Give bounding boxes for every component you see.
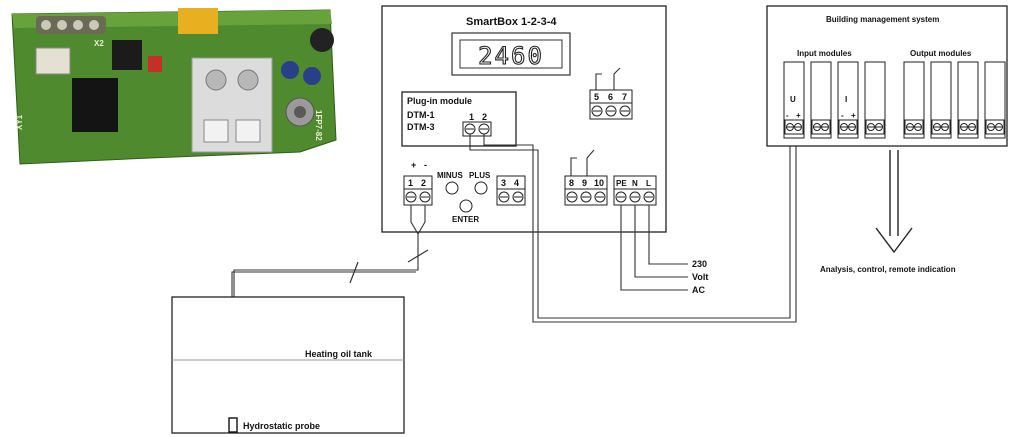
terminal-6-label: 6 — [608, 92, 613, 102]
display: 2460 — [451, 32, 571, 76]
power-ac-label: AC — [692, 285, 705, 295]
heating-oil-tank: Heating oil tank Hydrostatic probe — [171, 296, 405, 434]
terminal-3-label: 3 — [501, 178, 506, 188]
terminal-l-label: L — [646, 179, 651, 188]
input-module-2 — [810, 61, 832, 139]
minus-button[interactable] — [445, 181, 459, 195]
tank-label: Heating oil tank — [305, 349, 373, 359]
red-capacitor — [148, 56, 162, 72]
pcb-photo: X2 XY1 1FP7-82 — [11, 8, 337, 165]
relay-terminal-8-10: 8 9 10 — [564, 149, 608, 206]
module3-plus-label: + — [851, 111, 856, 120]
hydrostatic-probe — [228, 417, 238, 433]
minus-label: MINUS — [437, 171, 463, 180]
pin-header — [36, 16, 106, 34]
output-module-3 — [957, 61, 979, 139]
pcb-xy1-label: XY1 — [15, 114, 24, 130]
arrow-caption: Analysis, control, remote indication — [820, 265, 956, 274]
plugin-module-dtm1: DTM-1 — [407, 110, 435, 120]
module-u-label: U — [790, 95, 796, 104]
pcb-x2-label: X2 — [94, 39, 104, 48]
display-value: 2460 — [478, 42, 544, 70]
output-module-2 — [930, 61, 952, 139]
plus-label: PLUS — [469, 171, 491, 180]
black-transistor — [310, 28, 334, 52]
terminal-n-label: N — [632, 179, 638, 188]
terminal-2-label: 2 — [421, 178, 426, 188]
module-row — [783, 61, 1006, 139]
terminal-7-label: 7 — [622, 92, 627, 102]
power-volt-label: Volt — [692, 272, 708, 282]
terminal-8-label: 8 — [569, 178, 574, 188]
input-module-3 — [837, 61, 859, 139]
small-ic — [112, 40, 142, 70]
plugin-module-dtm3: DTM-3 — [407, 122, 435, 132]
smartbox-title: SmartBox 1-2-3-4 — [466, 16, 557, 28]
pcb-part-label: 1FP7-82 — [314, 110, 323, 141]
smartbox-panel: SmartBox 1-2-3-4 2460 Plug-in module DTM… — [381, 5, 667, 233]
yellow-potentiometer — [178, 8, 218, 34]
terminal-pe-label: PE — [616, 179, 627, 188]
probe-minus-label: - — [424, 160, 427, 170]
plugin-pin1-label: 1 — [469, 112, 474, 122]
power-230-label: 230 — [692, 259, 707, 269]
output-arrow: Analysis, control, remote indication — [820, 150, 956, 274]
enter-button[interactable] — [459, 199, 473, 213]
terminal-1-label: 1 — [408, 178, 413, 188]
enter-label: ENTER — [452, 215, 479, 224]
terminal-5-label: 5 — [594, 92, 599, 102]
power-wires: 230 Volt AC — [620, 205, 708, 295]
probe-label: Hydrostatic probe — [243, 421, 320, 431]
terminal-block-probe: + - 1 2 — [403, 160, 433, 206]
bms-panel: Building management system Input modules… — [766, 5, 1008, 147]
dip-ic — [72, 78, 118, 132]
signal-wires — [469, 134, 797, 323]
relay-terminal-5-7: 5 6 7 — [589, 67, 633, 120]
probe-plus-label: + — [411, 160, 416, 170]
bms-title: Building management system — [826, 15, 939, 24]
plugin-module-title: Plug-in module — [407, 96, 472, 106]
module1-plus-label: + — [796, 111, 801, 120]
module1-minus-label: - — [786, 111, 789, 120]
module-i-label: I — [845, 95, 847, 104]
input-module-1 — [783, 61, 805, 139]
terminal-4-label: 4 — [514, 178, 519, 188]
power-terminal: PE N L — [613, 175, 657, 206]
plus-button[interactable] — [474, 181, 488, 195]
button-group: MINUS PLUS ENTER — [437, 171, 491, 224]
input-module-4 — [864, 61, 886, 139]
white-chip — [35, 47, 71, 75]
terminal-9-label: 9 — [582, 178, 587, 188]
output-module-1 — [903, 61, 925, 139]
output-modules-label: Output modules — [910, 49, 972, 58]
plugin-pin2-label: 2 — [482, 112, 487, 122]
output-module-4 — [984, 61, 1006, 139]
terminal-10-label: 10 — [594, 178, 604, 188]
module3-minus-label: - — [841, 111, 844, 120]
plugin-module: Plug-in module DTM-1 DTM-3 1 2 — [401, 91, 517, 147]
input-modules-label: Input modules — [797, 49, 852, 58]
terminal-block-3-4: 3 4 — [496, 175, 526, 206]
